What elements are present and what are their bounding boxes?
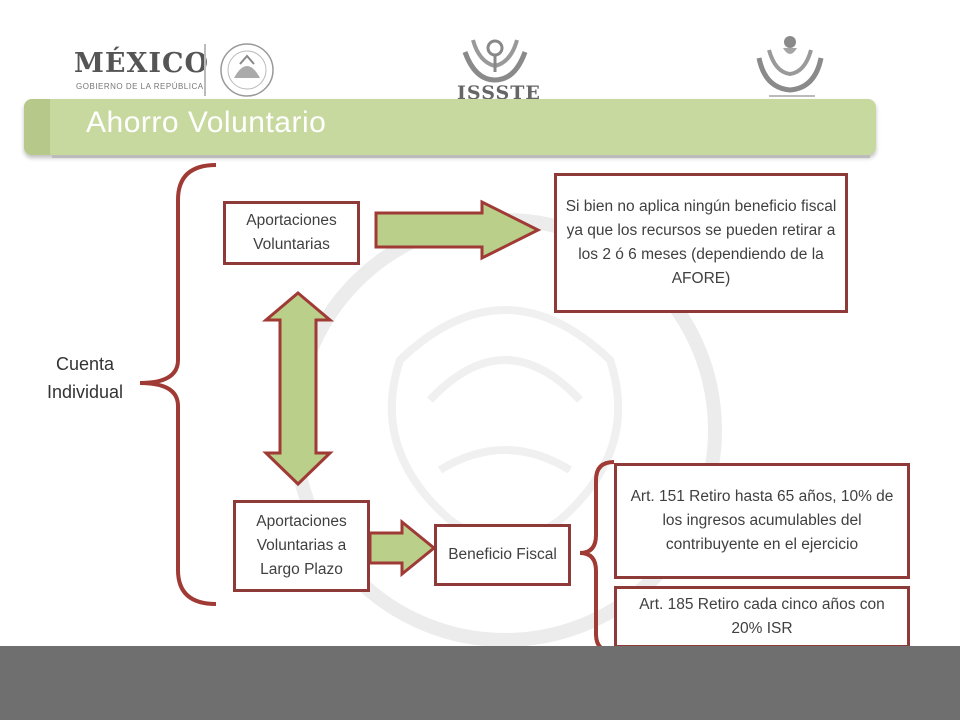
aportaciones-largo-plazo-box: Aportaciones Voluntarias a Largo Plazo [233, 500, 370, 592]
double-arrow-vertical [261, 291, 335, 487]
hands-logo [745, 28, 835, 100]
nota-sin-beneficio-box: Si bien no aplica ningún beneficio fisca… [554, 173, 848, 313]
issste-logo: ISSSTE [455, 32, 540, 104]
title-bar: Ahorro Voluntario [24, 99, 876, 155]
coat-of-arms-icon [220, 43, 274, 97]
title-underline [52, 155, 870, 158]
footer-bar [0, 646, 960, 720]
title-bar-accent [24, 99, 50, 155]
issste-emblem-icon [462, 39, 528, 83]
beneficio-fiscal-box: Beneficio Fiscal [434, 524, 571, 586]
logo-mexico-subtitle: GOBIERNO DE LA REPÚBLICA [76, 82, 204, 91]
logo-issste-text: ISSSTE [457, 82, 541, 104]
left-brace [139, 163, 217, 606]
slide-title: Ahorro Voluntario [86, 106, 327, 139]
art-185-box: Art. 185 Retiro cada cinco años con 20% … [614, 586, 910, 648]
logo-divider [204, 44, 206, 96]
arrow-to-note [374, 199, 542, 261]
logo-mexico-text: MÉXICO [74, 48, 210, 79]
cuenta-individual-label: Cuenta Individual [46, 354, 124, 402]
hands-emblem-icon [756, 36, 824, 97]
aportaciones-voluntarias-box: Aportaciones Voluntarias [223, 201, 360, 265]
mexico-government-logo: MÉXICO GOBIERNO DE LA REPÚBLICA [70, 40, 280, 100]
right-brace [579, 460, 615, 654]
art-151-box: Art. 151 Retiro hasta 65 años, 10% de lo… [614, 463, 910, 579]
arrow-to-beneficio [368, 518, 437, 578]
